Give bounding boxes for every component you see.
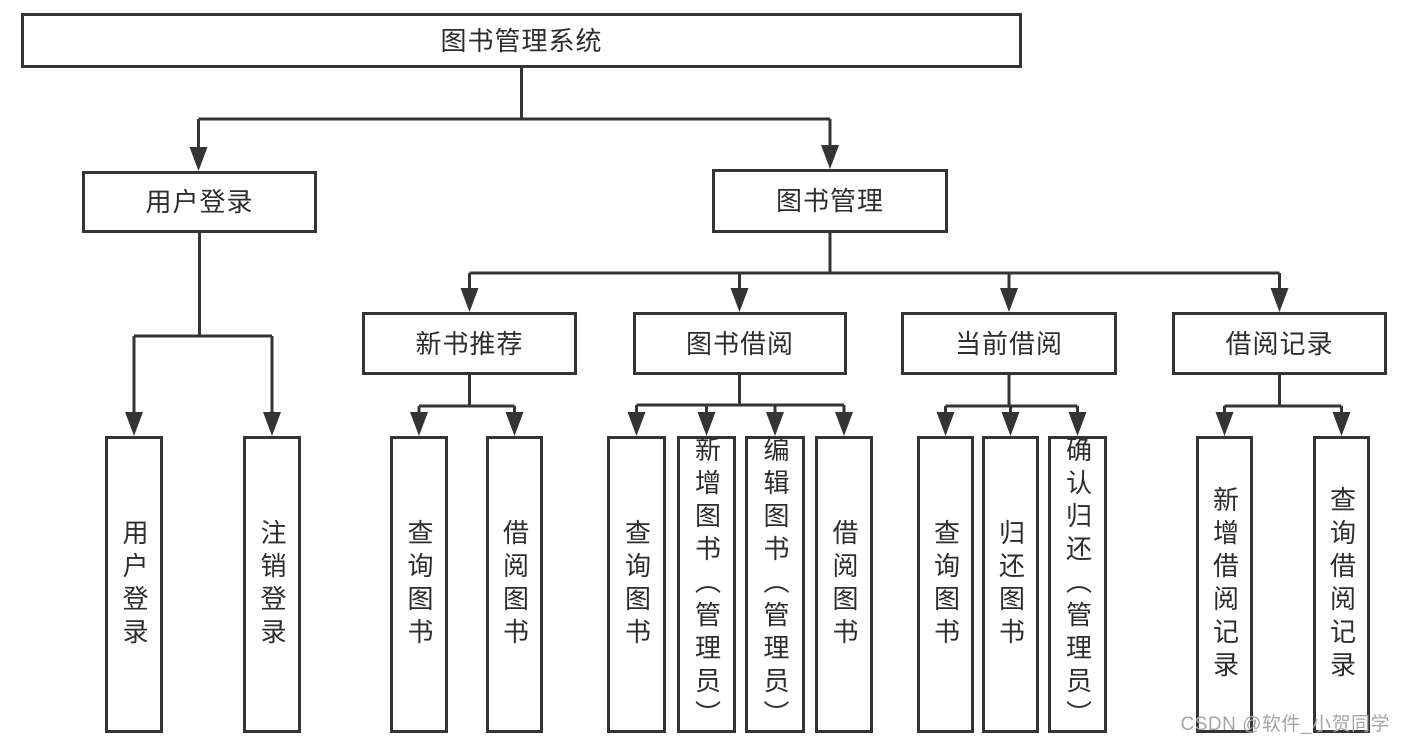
node-label: 图书管理 <box>775 186 884 216</box>
node-label: 归还图书 <box>995 518 1026 651</box>
leaf-add-books-admin: 新增图书（管理员） <box>677 436 736 733</box>
leaf-add-borrow-record: 新增借阅记录 <box>1196 436 1253 733</box>
node-new-book-recommend: 新书推荐 <box>362 312 577 375</box>
leaf-edit-books-admin: 编辑图书（管理员） <box>745 436 805 733</box>
leaf-return-books: 归还图书 <box>982 436 1039 733</box>
leaf-user-login: 用户登录 <box>105 436 163 733</box>
node-book-borrow: 图书借阅 <box>633 312 847 375</box>
node-library-management-system: 图书管理系统 <box>21 13 1022 68</box>
node-label: 图书管理系统 <box>440 25 603 56</box>
node-label: 新增借阅记录 <box>1209 485 1240 684</box>
node-label: 查询借阅记录 <box>1326 485 1357 684</box>
node-label: 用户登录 <box>145 187 254 217</box>
node-label: 新增图书（管理员） <box>691 436 722 733</box>
arrowheads <box>125 145 1351 436</box>
node-label: 查询图书 <box>621 518 652 651</box>
node-label: 借阅图书 <box>829 518 859 651</box>
leaf-borrow-books: 借阅图书 <box>815 436 873 733</box>
node-label: 借阅图书 <box>499 518 530 651</box>
node-label: 借阅记录 <box>1225 328 1334 359</box>
leaf-query-books-current: 查询图书 <box>917 436 974 733</box>
csdn-watermark: CSDN @软件_小贺同学 <box>1180 714 1390 735</box>
node-label: 注销登录 <box>257 518 287 651</box>
node-current-borrow: 当前借阅 <box>901 312 1117 375</box>
leaf-confirm-return-admin: 确认归还（管理员） <box>1048 436 1107 733</box>
leaf-logout: 注销登录 <box>243 436 301 733</box>
node-label: 用户登录 <box>119 518 149 651</box>
node-label: 图书借阅 <box>685 328 794 359</box>
node-user-login: 用户登录 <box>82 171 317 233</box>
leaf-query-books-borrow: 查询图书 <box>607 436 666 733</box>
leaf-borrow-books-recommend: 借阅图书 <box>486 436 543 733</box>
node-borrow-records: 借阅记录 <box>1172 312 1387 375</box>
node-label: 当前借阅 <box>954 328 1063 359</box>
node-label: 编辑图书（管理员） <box>760 436 790 733</box>
node-label: 确认归还（管理员） <box>1062 436 1093 733</box>
node-label: 新书推荐 <box>415 328 524 359</box>
leaf-query-books-recommend: 查询图书 <box>390 436 448 733</box>
node-book-management: 图书管理 <box>712 169 948 233</box>
node-label: 查询图书 <box>930 518 961 651</box>
leaf-query-borrow-record: 查询借阅记录 <box>1313 436 1370 733</box>
node-label: 查询图书 <box>404 518 434 651</box>
